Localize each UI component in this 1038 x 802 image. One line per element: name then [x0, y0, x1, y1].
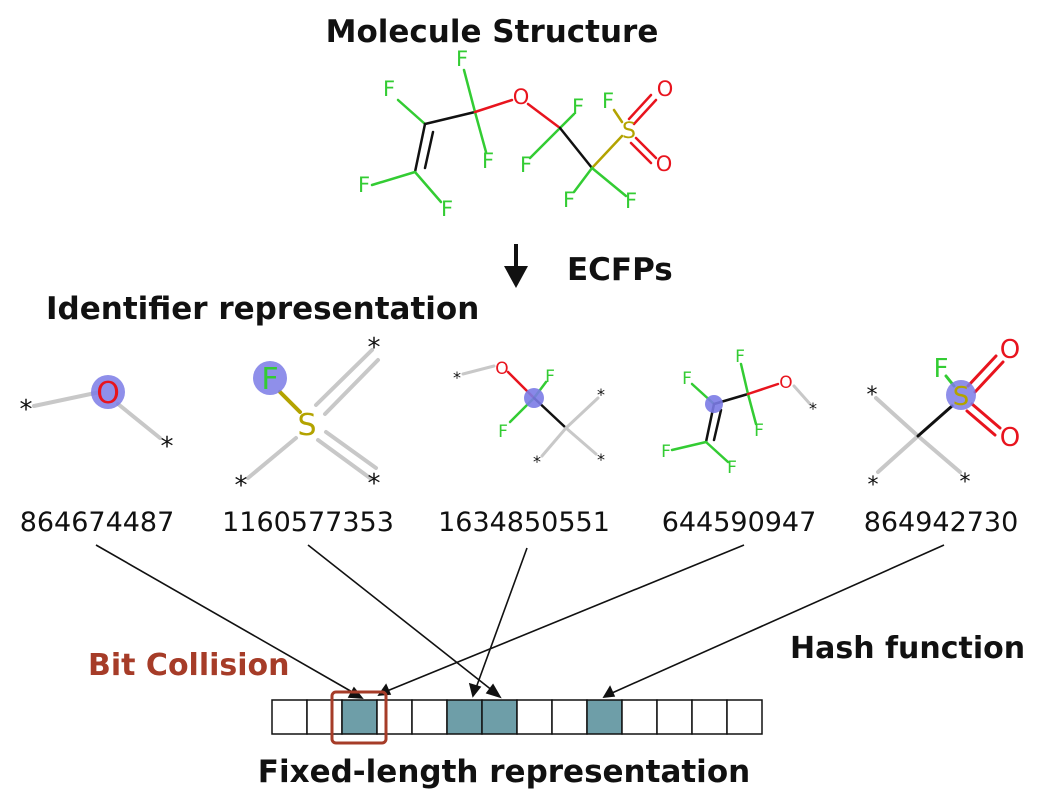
bit-cell [516, 699, 553, 735]
atom-label: S [297, 408, 316, 443]
identifier-number: 864942730 [864, 507, 1019, 538]
wildcard-label: * [533, 452, 541, 471]
ecfps-label: ECFPs [567, 252, 673, 288]
atom-label: F [934, 354, 949, 384]
wildcard-label: * [867, 383, 878, 408]
wildcard-label: * [960, 470, 971, 495]
wildcard-label: * [20, 395, 33, 425]
atom-label: O [779, 373, 792, 393]
bit-cell [551, 699, 588, 735]
atom-label: F [572, 95, 584, 119]
identifier-number: 644590947 [662, 507, 817, 538]
fragment-4: F F F O F F * [661, 347, 817, 478]
wildcard-label: * [453, 368, 461, 387]
bit-collision-label: Bit Collision [88, 648, 290, 683]
atom-label: F [441, 197, 453, 221]
atom-label: F [661, 442, 671, 462]
fragment-2: F S * * * [235, 333, 381, 501]
atom-label: F [602, 89, 614, 113]
atom-label: F [735, 347, 745, 367]
atom-label: S [953, 382, 970, 412]
molecule-structure: F F F O F F F F F S O O F F [358, 47, 673, 221]
wildcard-label: * [368, 333, 381, 363]
atom-label: O [513, 85, 530, 109]
bit-cell [341, 699, 378, 735]
down-arrow-icon [504, 244, 528, 288]
fragment-1: O * * [20, 375, 174, 462]
collision-highlight [330, 690, 388, 745]
wildcard-label: * [368, 469, 381, 499]
atom-label: S [622, 119, 636, 144]
atom-label: F [456, 47, 468, 71]
wildcard-label: * [597, 385, 605, 404]
bit-cell [376, 699, 413, 735]
fixed-length-representation-title: Fixed-length representation [258, 754, 750, 790]
bit-cell [656, 699, 693, 735]
atom-label: F [482, 149, 494, 173]
atom-label: O [656, 152, 673, 176]
atom-label: O [1000, 423, 1020, 453]
atom-label: F [563, 188, 575, 212]
atom-label: F [682, 369, 692, 389]
atom-label: O [657, 77, 674, 101]
atom-label: F [520, 153, 532, 177]
bit-cell [621, 699, 658, 735]
molecule-structure-title: Molecule Structure [326, 14, 659, 50]
bit-cell [411, 699, 448, 735]
bit-cell [586, 699, 623, 735]
atom-label: F [498, 422, 508, 442]
atom-label: F [358, 173, 370, 197]
atom-label: F [625, 189, 637, 213]
identifier-representation-title: Identifier representation [46, 291, 479, 327]
atom-label: O [1000, 335, 1020, 365]
identifier-number: 1160577353 [222, 507, 394, 538]
fragment-3: O F F * * * * [453, 359, 605, 471]
atom-label: O [495, 359, 508, 379]
atom-label: F [754, 421, 764, 441]
atom-label: F [383, 77, 395, 101]
atom-label: F [727, 458, 737, 478]
hash-function-label: Hash function [790, 631, 1025, 666]
wildcard-label: * [809, 399, 817, 418]
wildcard-label: * [868, 473, 879, 498]
identifier-number: 1634850551 [438, 507, 610, 538]
bit-cell [271, 699, 308, 735]
bit-cell [691, 699, 728, 735]
wildcard-label: * [161, 432, 174, 462]
atom-label: F [261, 362, 278, 397]
identifier-row: 864674487 1160577353 1634850551 64459094… [20, 507, 1019, 538]
atom-label: O [96, 376, 120, 411]
wildcard-label: * [597, 450, 605, 469]
bit-cell [726, 699, 763, 735]
bit-cell [481, 699, 518, 735]
bit-cell [446, 699, 483, 735]
wildcard-label: * [235, 471, 248, 501]
bit-cell [306, 699, 343, 735]
identifier-number: 864674487 [20, 507, 175, 538]
atom-label: F [545, 367, 555, 387]
bit-vector [271, 690, 763, 745]
fragment-5: F S O O * * * [867, 335, 1021, 498]
